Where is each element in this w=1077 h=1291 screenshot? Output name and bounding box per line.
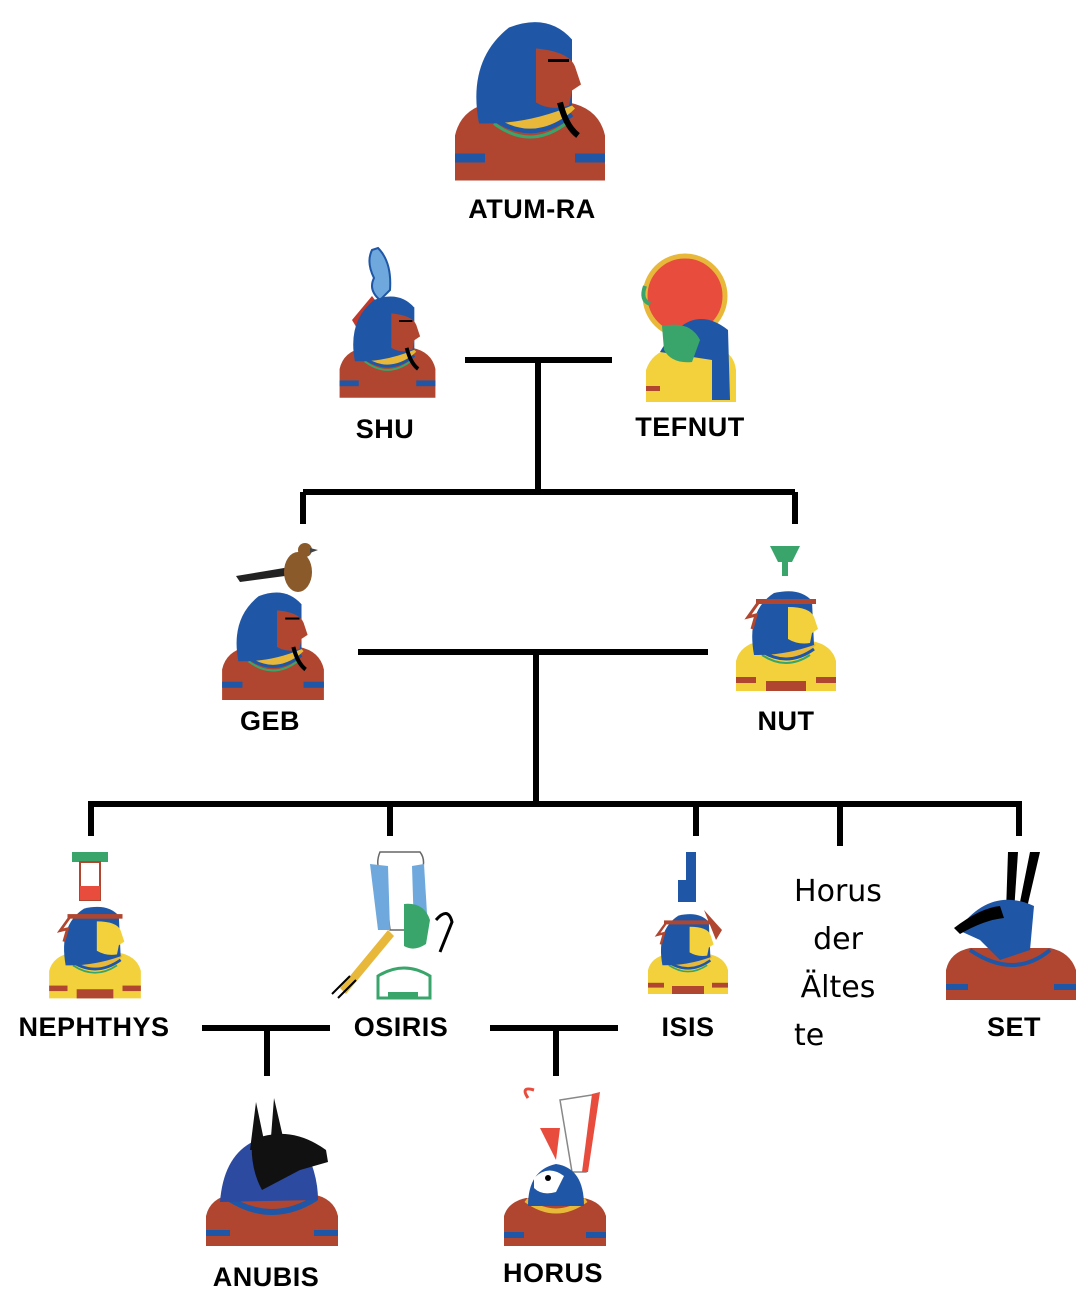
tefnut-portrait-icon <box>641 253 736 402</box>
geb-label: GEB <box>239 706 301 736</box>
osiris-portrait-icon <box>331 851 454 1000</box>
horus-elder-line-3: Ältes <box>800 970 876 1005</box>
osiris-label: OSIRIS <box>353 1012 449 1042</box>
isis-label: ISIS <box>661 1012 715 1042</box>
nut-label: NUT <box>757 706 815 736</box>
horus-label: HORUS <box>502 1258 604 1288</box>
atum-ra-portrait-icon <box>455 22 605 180</box>
anubis-portrait-icon <box>206 1098 338 1246</box>
horus-elder-line-4: te <box>794 1018 825 1053</box>
shu-portrait-icon <box>337 246 438 400</box>
horus-portrait-icon <box>504 1087 606 1246</box>
tefnut-label: TEFNUT <box>635 412 745 442</box>
nephthys-portrait-icon <box>47 852 143 1000</box>
isis-portrait-icon <box>646 852 730 996</box>
anubis-label: ANUBIS <box>212 1262 320 1291</box>
horus-elder-note: Horus der Ältes te <box>778 868 898 1060</box>
shu-label: SHU <box>355 414 415 444</box>
horus-elder-line-1: Horus <box>794 874 882 909</box>
horus-elder-line-2: der <box>813 922 863 957</box>
nut-portrait-icon <box>734 546 838 693</box>
atum-ra-label: ATUM-RA <box>468 194 596 224</box>
set-portrait-icon <box>946 852 1076 1000</box>
geb-portrait-icon <box>222 543 324 700</box>
connector-lines <box>88 357 1022 1076</box>
set-label: SET <box>986 1012 1042 1042</box>
nephthys-label: NEPHTHYS <box>18 1012 170 1042</box>
